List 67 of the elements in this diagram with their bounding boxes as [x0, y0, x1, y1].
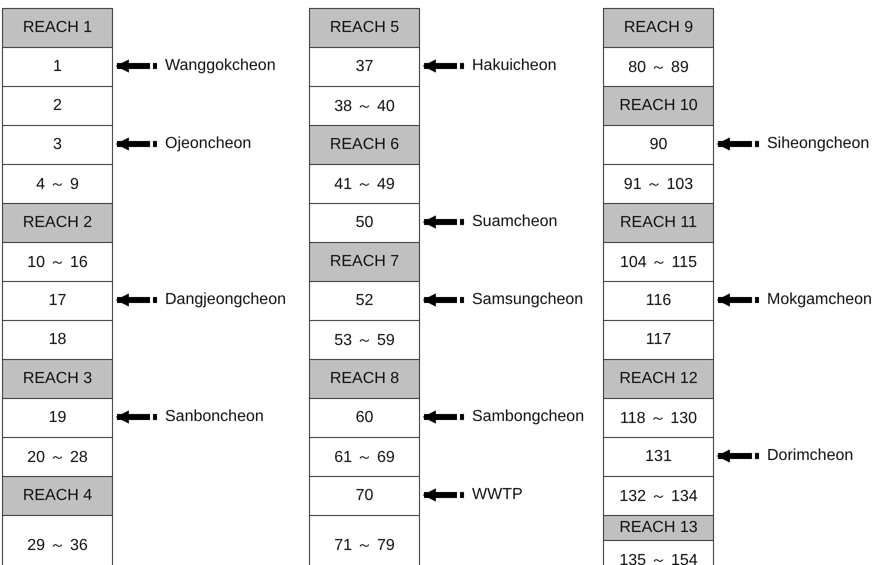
segment-number: 17 — [2, 281, 113, 321]
tributary-name: Samsungcheon — [472, 290, 584, 310]
segment-number: 60 — [309, 398, 420, 438]
segment-number: 4 ～ 9 — [2, 164, 113, 204]
reach-header: REACH 2 — [2, 203, 113, 243]
segment-number: 118 ～ 130 — [603, 398, 714, 438]
reach-header: REACH 3 — [2, 359, 113, 399]
arrow — [422, 293, 464, 307]
segment-number: 71 ～ 79 — [309, 515, 420, 565]
reach-header: REACH 4 — [2, 476, 113, 516]
reach-header: REACH 8 — [309, 359, 420, 399]
reach-header: REACH 9 — [603, 8, 714, 48]
reach-header: REACH 5 — [309, 8, 420, 48]
arrow — [422, 59, 464, 73]
segment-number: 3 — [2, 125, 113, 165]
segment-number: 10 ～ 16 — [2, 242, 113, 282]
tributary-name: Mokgamcheon — [767, 290, 872, 310]
arrow — [116, 59, 157, 73]
arrow — [716, 449, 759, 463]
arrow — [716, 293, 759, 307]
reach-header: REACH 7 — [309, 242, 420, 282]
tributary-name: Sanboncheon — [165, 407, 264, 427]
segment-number: 18 — [2, 320, 113, 360]
tributary-name: Ojeoncheon — [165, 134, 252, 154]
tributary-name: WWTP — [472, 485, 523, 505]
segment-number: 116 — [603, 281, 714, 321]
tributary-name: Suamcheon — [472, 212, 558, 232]
reach-header: REACH 6 — [309, 125, 420, 165]
tributary-name: Dangjeongcheon — [165, 290, 286, 310]
arrow — [116, 293, 157, 307]
segment-number: 135 ～ 154 — [603, 540, 714, 565]
reach-header: REACH 11 — [603, 203, 714, 243]
reach-header: REACH 10 — [603, 86, 714, 126]
segment-number: 53 ～ 59 — [309, 320, 420, 360]
segment-number: 1 — [2, 47, 113, 87]
arrow — [422, 488, 464, 502]
segment-number: 70 — [309, 476, 420, 516]
arrow — [116, 137, 157, 151]
tributary-name: Siheongcheon — [767, 134, 870, 154]
segment-number: 52 — [309, 281, 420, 321]
segment-number: 104 ～ 115 — [603, 242, 714, 282]
tributary-name: Sambongcheon — [472, 407, 584, 427]
arrow — [716, 137, 759, 151]
segment-number: 20 ～ 28 — [2, 437, 113, 477]
segment-number: 80 ～ 89 — [603, 47, 714, 87]
reach-header: REACH 1 — [2, 8, 113, 48]
segment-number: 50 — [309, 203, 420, 243]
segment-number: 117 — [603, 320, 714, 360]
segment-number: 61 ～ 69 — [309, 437, 420, 477]
segment-number: 29 ～ 36 — [2, 515, 113, 565]
segment-number: 37 — [309, 47, 420, 87]
reach-header: REACH 12 — [603, 359, 714, 399]
arrow — [422, 215, 464, 229]
arrow — [422, 410, 464, 424]
segment-number: 131 — [603, 437, 714, 477]
segment-number: 41 ～ 49 — [309, 164, 420, 204]
segment-number: 90 — [603, 125, 714, 165]
segment-number: 2 — [2, 86, 113, 126]
segment-number: 91 ～ 103 — [603, 164, 714, 204]
tributary-name: Hakuicheon — [472, 56, 556, 76]
tributary-name: Wanggokcheon — [165, 56, 276, 76]
arrow — [116, 410, 157, 424]
segment-number: 38 ～ 40 — [309, 86, 420, 126]
segment-number: 132 ～ 134 — [603, 476, 714, 516]
segment-number: 19 — [2, 398, 113, 438]
tributary-name: Dorimcheon — [767, 446, 854, 466]
reach-header: REACH 13 — [603, 515, 714, 541]
